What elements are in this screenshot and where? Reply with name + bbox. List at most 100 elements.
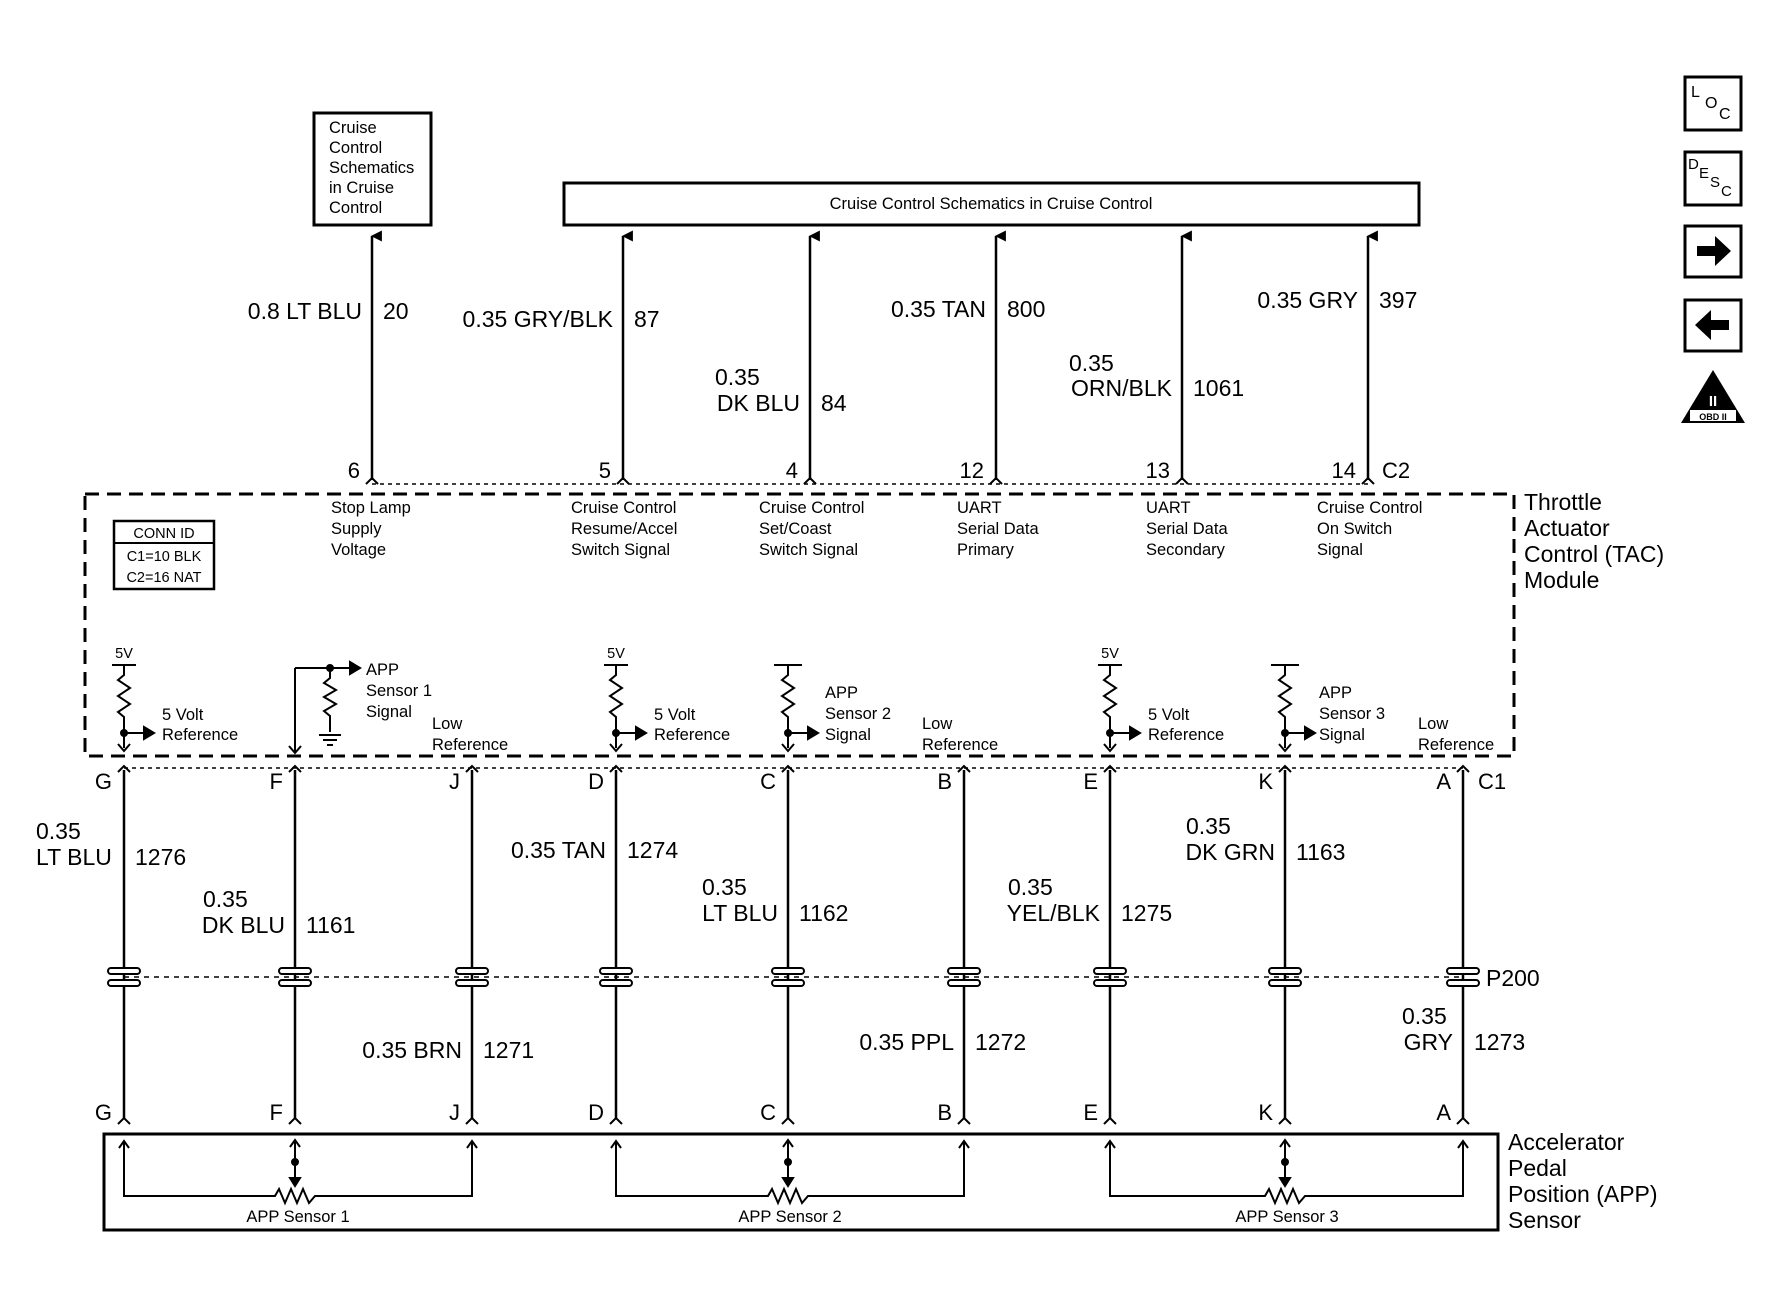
- sensor3-signal-label: APP: [1319, 684, 1352, 702]
- obd-ii-text: OBD II: [1699, 412, 1727, 422]
- circuit-number: 1163: [1296, 839, 1345, 865]
- back-arrow-icon[interactable]: [1683, 298, 1743, 353]
- sensor3-signal-label: Sensor 3: [1319, 705, 1385, 723]
- wire-color: 0.35: [1186, 813, 1231, 839]
- wire-color: 0.35: [702, 874, 747, 900]
- c1-upper-wire-labels: 0.35 LT BLU 1276 0.35 DK BLU 1161 0.35 T…: [36, 813, 1345, 938]
- wire-color: 0.35 TAN: [891, 296, 986, 322]
- sensor3-signal-label: Signal: [1319, 726, 1365, 744]
- stub-box-line: Control: [329, 199, 382, 217]
- circuit-number: 1162: [799, 900, 848, 926]
- func-line: Serial Data: [1146, 520, 1228, 538]
- loc-letter: L: [1691, 84, 1700, 101]
- low-ref-label: Reference: [1418, 736, 1494, 754]
- ref5-label: 5 Volt: [654, 706, 696, 724]
- loc-icon[interactable]: L O C: [1683, 75, 1743, 132]
- conn-id-c1: C1=10 BLK: [127, 549, 202, 565]
- app-sensor-title: Accelerator Pedal Position (APP) Sensor: [1508, 1129, 1658, 1233]
- wire-color: 0.35: [715, 364, 760, 390]
- func-line: Set/Coast: [759, 520, 832, 538]
- func-line: Switch Signal: [571, 541, 670, 559]
- forward-arrow-icon[interactable]: [1683, 224, 1743, 279]
- stub-box-line: Cruise: [329, 119, 377, 137]
- c1-wires: [117, 764, 1470, 1125]
- wire-color: 0.35: [36, 818, 81, 844]
- pin-letter: B: [937, 1100, 952, 1125]
- pin-letter: G: [95, 769, 112, 794]
- circuit-number: 20: [383, 298, 409, 324]
- wire-color: GRY: [1404, 1029, 1453, 1055]
- pin-letter: J: [449, 1100, 460, 1125]
- app-sensor-internals: [118, 1138, 1469, 1206]
- pin-number: 12: [960, 458, 984, 483]
- circuit-number: 1272: [975, 1029, 1026, 1055]
- pin-number: 6: [348, 458, 360, 483]
- wire-color: YEL/BLK: [1007, 900, 1101, 926]
- module-title-line: Throttle: [1524, 489, 1602, 515]
- pin-number: 14: [1332, 458, 1356, 483]
- sensor1-signal-circuit: [288, 660, 362, 755]
- pin-number: 5: [599, 458, 611, 483]
- low-ref-label: Reference: [922, 736, 998, 754]
- sensor3-signal-circuit: [1271, 664, 1317, 753]
- pin-letter: D: [588, 769, 604, 794]
- sensor1-signal-label: Signal: [366, 703, 412, 721]
- tac-module-title: Throttle Actuator Control (TAC) Module: [1524, 489, 1664, 593]
- pin-letter: F: [270, 1100, 283, 1125]
- sensor2-signal-label: APP: [825, 684, 858, 702]
- app-sensor-outline: [102, 1132, 1500, 1232]
- circuit-number: 1275: [1121, 900, 1172, 926]
- wire-color: 0.35 PPL: [859, 1029, 954, 1055]
- loc-letter: C: [1719, 106, 1731, 123]
- desc-icon[interactable]: D E S C: [1683, 150, 1743, 207]
- wire-color: DK BLU: [717, 390, 800, 416]
- wire-color: 0.35 GRY/BLK: [463, 306, 614, 332]
- obd-ii-icon[interactable]: II OBD II: [1681, 370, 1745, 423]
- wire-color: 0.8 LT BLU: [248, 298, 362, 324]
- sensor1-signal-label: APP: [366, 661, 399, 679]
- func-line: UART: [1146, 499, 1191, 517]
- circuit-number: 1273: [1474, 1029, 1525, 1055]
- p200-label: P200: [1486, 965, 1540, 991]
- stub-box-line: Control: [329, 139, 382, 157]
- desc-letter: C: [1721, 183, 1732, 200]
- stub-box-line: Schematics: [329, 159, 414, 177]
- sensor2-signal-label: Signal: [825, 726, 871, 744]
- func-line: On Switch: [1317, 520, 1392, 538]
- c2-pin-chevrons: [365, 476, 1375, 485]
- sensor1-signal-label: Sensor 1: [366, 682, 432, 700]
- pin-letter: E: [1083, 769, 1098, 794]
- func-line: Cruise Control: [571, 499, 676, 517]
- c2-pin-numbers: 6 5 4 12 13 14 C2: [348, 458, 1410, 483]
- circuit-number: 1161: [306, 912, 355, 938]
- app-sensor-labels: APP Sensor 1 APP Sensor 2 APP Sensor 3: [246, 1208, 1338, 1226]
- app-sensor-1-label: APP Sensor 1: [246, 1208, 349, 1226]
- app-title-line: Pedal: [1508, 1155, 1567, 1181]
- pin-letter: A: [1436, 769, 1451, 794]
- pin-letter: K: [1258, 1100, 1273, 1125]
- app-sensor-2-label: APP Sensor 2: [738, 1208, 841, 1226]
- wire-color: 0.35 BRN: [362, 1037, 462, 1063]
- ref5-label: Reference: [162, 726, 238, 744]
- desc-letter: S: [1710, 174, 1720, 191]
- func-line: Voltage: [331, 541, 386, 559]
- func-line: Secondary: [1146, 541, 1226, 559]
- conn-id-title: CONN ID: [133, 526, 194, 542]
- func-line: Cruise Control: [1317, 499, 1422, 517]
- circuit-number: 84: [821, 390, 847, 416]
- ref5-label: 5 Volt: [162, 706, 204, 724]
- stub-box-line: in Cruise: [329, 179, 394, 197]
- app-sensor-3-label: APP Sensor 3: [1235, 1208, 1338, 1226]
- func-line: Supply: [331, 520, 382, 538]
- sensor2-signal-label: Sensor 2: [825, 705, 891, 723]
- pin-number: 13: [1146, 458, 1170, 483]
- pin-letter: C: [760, 769, 776, 794]
- c1-pin-letters-top: G F J D C B E K A C1: [95, 769, 1506, 794]
- ref5v-circuit-2: [604, 664, 648, 753]
- circuit-number: 87: [634, 306, 660, 332]
- pin-number: 4: [786, 458, 798, 483]
- c2-function-labels: Stop Lamp Supply Voltage Cruise Control …: [331, 499, 1422, 559]
- app-title-line: Accelerator: [1508, 1129, 1625, 1155]
- cruise-bar-label: Cruise Control Schematics in Cruise Cont…: [830, 195, 1153, 213]
